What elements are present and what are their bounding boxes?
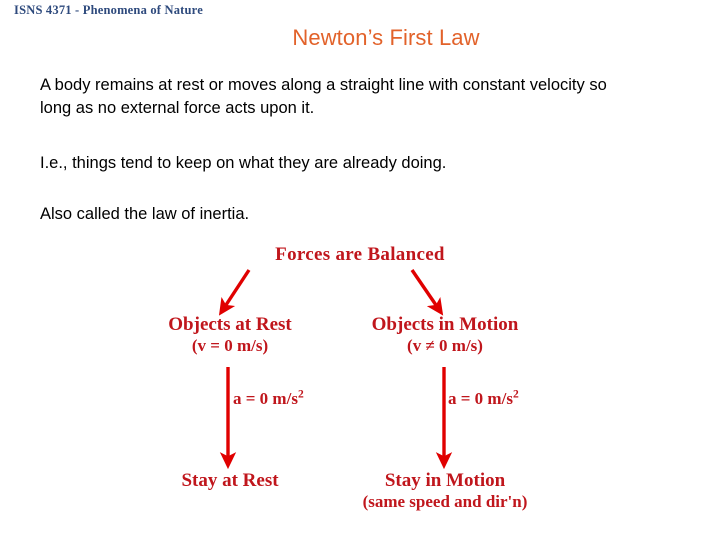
node-stay-in-motion-detail: (same speed and dir'n) bbox=[362, 492, 528, 511]
paragraph-restatement: I.e., things tend to keep on what they a… bbox=[40, 154, 447, 172]
arrow-root-to-left bbox=[218, 269, 251, 316]
node-objects-at-rest-title: Objects at Rest bbox=[168, 314, 292, 335]
flow-arrow-layer bbox=[218, 269, 453, 470]
node-objects-in-motion-title: Objects in Motion bbox=[371, 314, 519, 335]
node-objects-at-rest: Objects at Rest (v = 0 m/s) bbox=[120, 314, 340, 356]
node-stay-in-motion: Stay in Motion (same speed and dir'n) bbox=[325, 470, 565, 512]
node-objects-at-rest-condition: (v = 0 m/s) bbox=[191, 336, 269, 355]
node-objects-in-motion: Objects in Motion (v ≠ 0 m/s) bbox=[330, 314, 560, 356]
forces-flow-diagram: Forces are Balanced Objects at Rest (v =… bbox=[0, 238, 720, 540]
label-acceleration-right-exponent: 2 bbox=[512, 387, 519, 401]
node-stay-in-motion-title: Stay in Motion bbox=[384, 470, 506, 491]
label-acceleration-left-exponent: 2 bbox=[297, 387, 304, 401]
node-stay-at-rest: Stay at Rest bbox=[181, 470, 279, 491]
paragraph-inertia: Also called the law of inertia. bbox=[40, 205, 250, 223]
label-acceleration-left-text: a = 0 m/s bbox=[233, 389, 298, 408]
arrow-root-to-right bbox=[410, 269, 444, 316]
node-forces-balanced: Forces are Balanced bbox=[275, 244, 445, 265]
page-title: Newton’s First Law bbox=[292, 25, 480, 50]
paragraph-definition: A body remains at rest or moves along a … bbox=[40, 76, 607, 117]
label-acceleration-left: a = 0 m/s2 bbox=[205, 388, 345, 409]
label-acceleration-right: a = 0 m/s2 bbox=[420, 388, 570, 409]
course-header: ISNS 4371 - Phenomena of Nature bbox=[14, 3, 203, 17]
node-objects-in-motion-condition: (v ≠ 0 m/s) bbox=[407, 336, 483, 355]
label-acceleration-right-text: a = 0 m/s bbox=[448, 389, 513, 408]
